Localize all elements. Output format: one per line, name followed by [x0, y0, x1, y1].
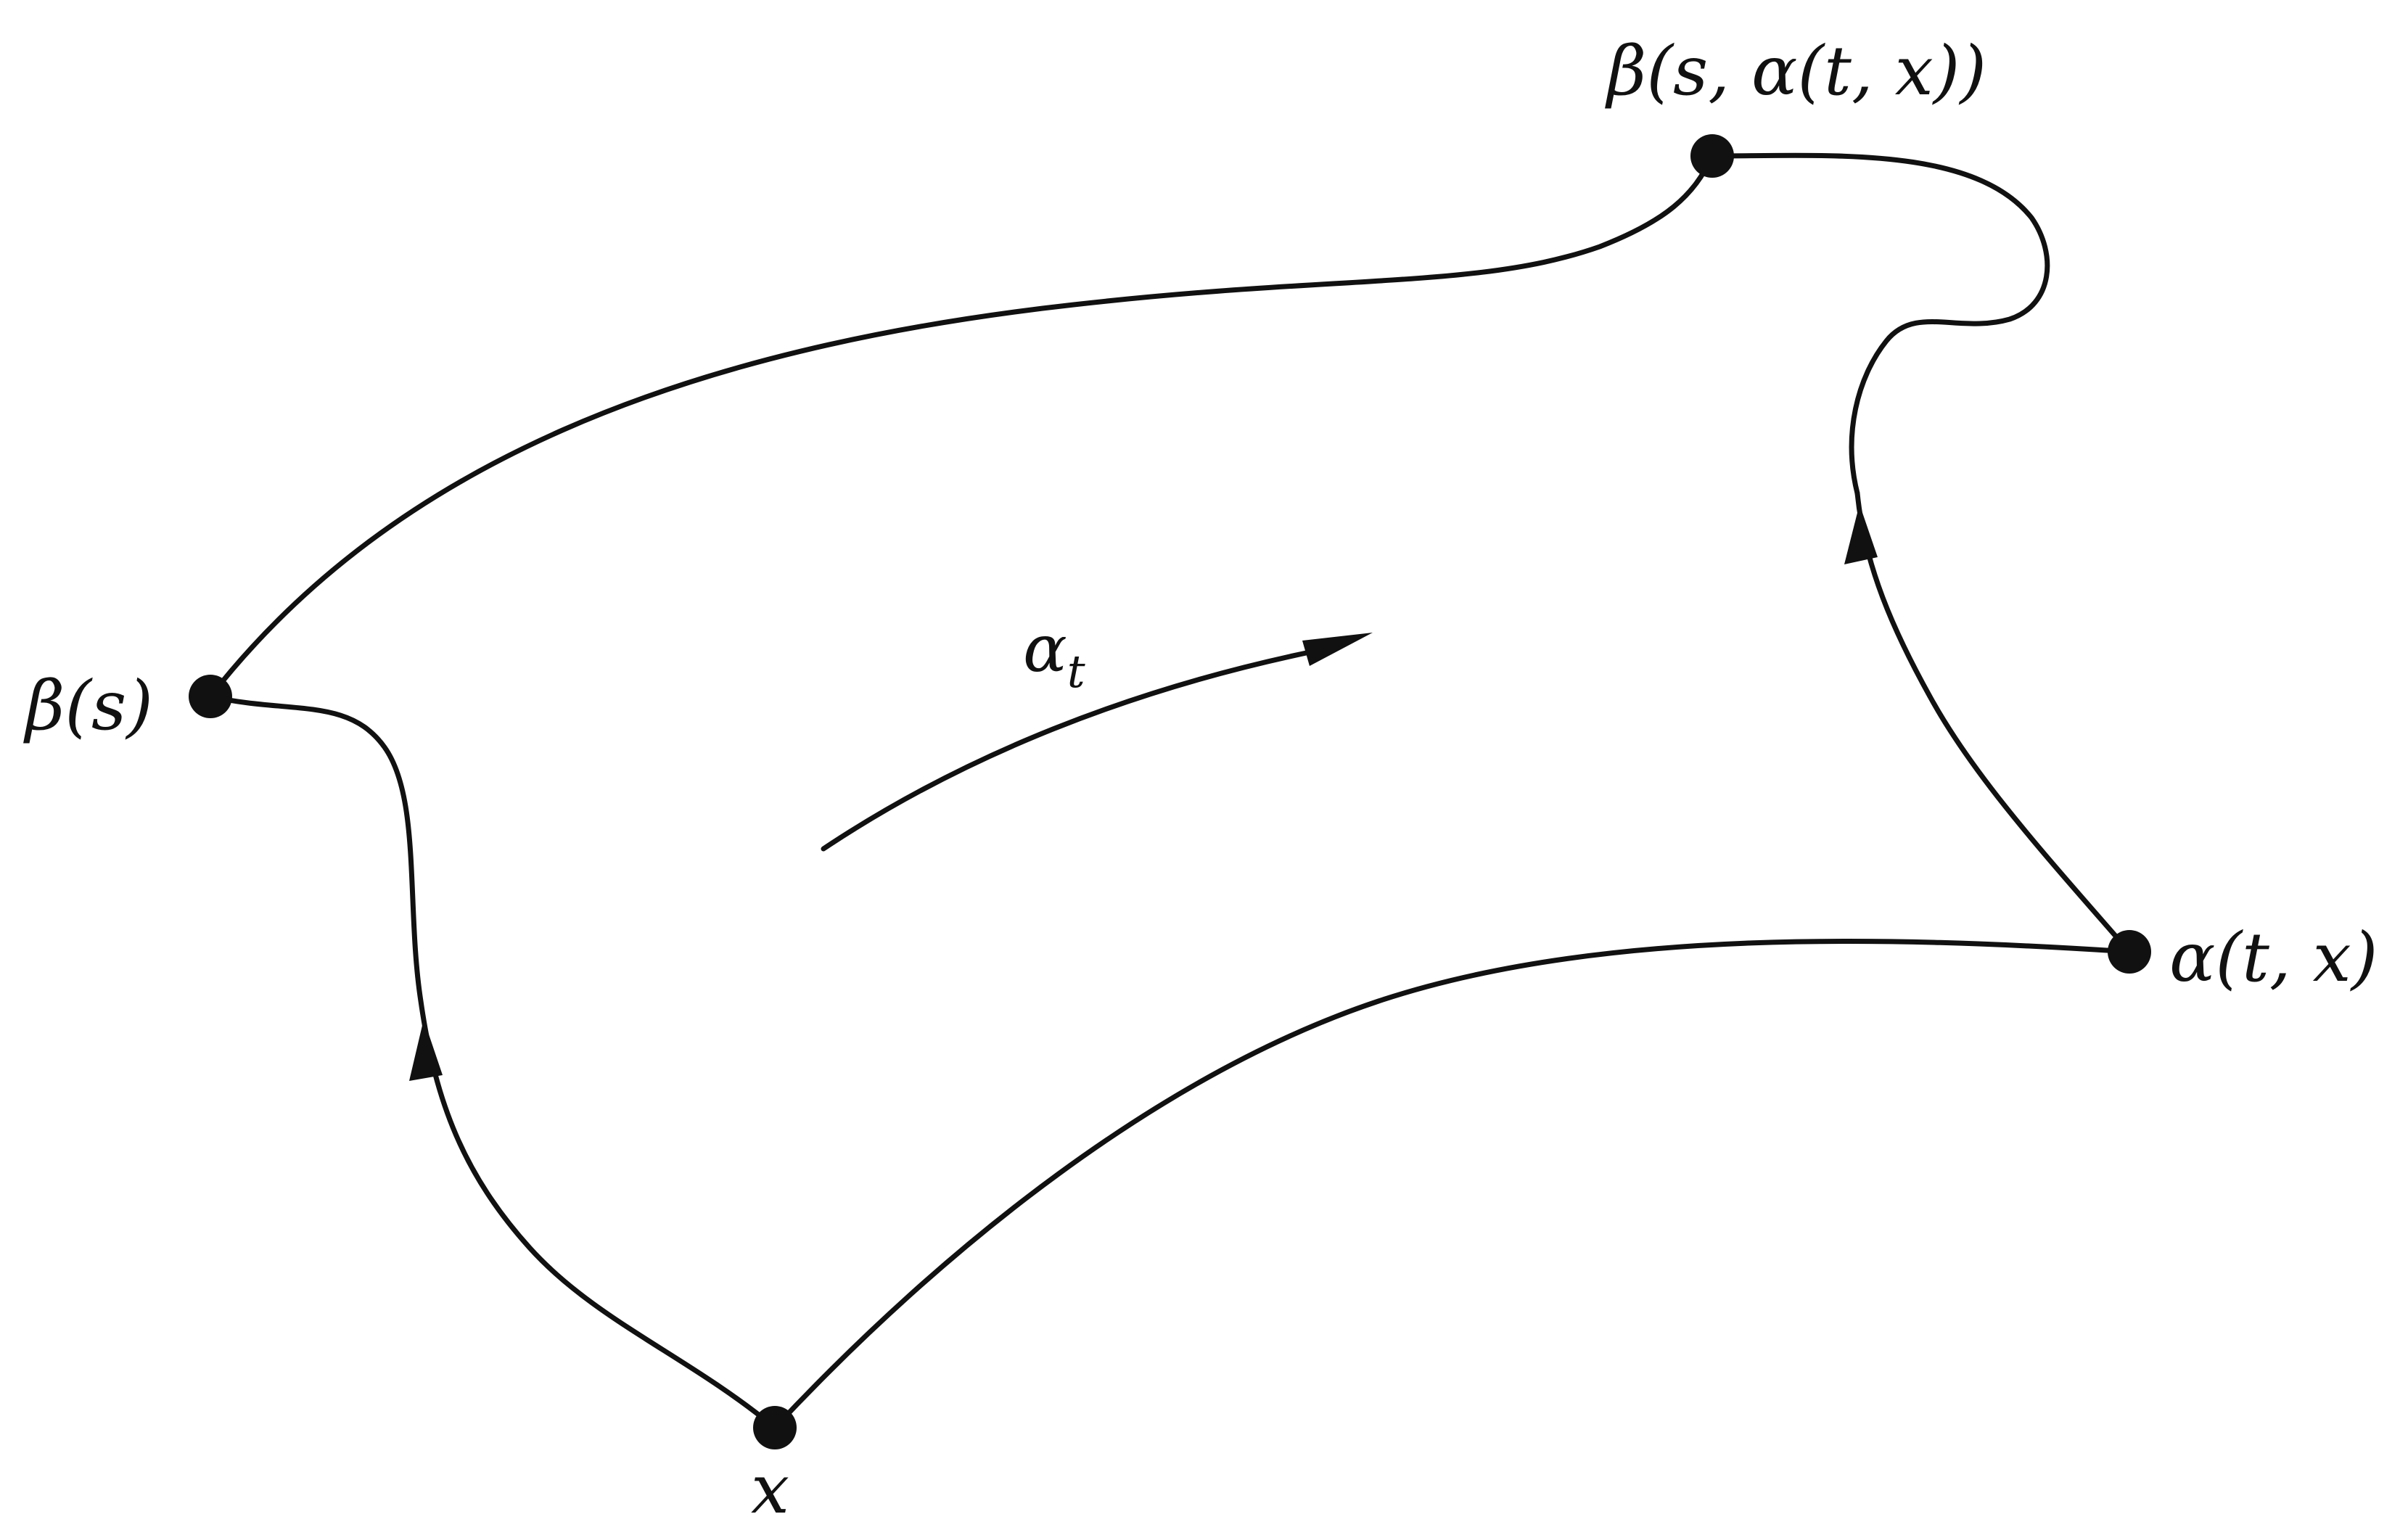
label-beta-s: β(s)	[23, 667, 153, 746]
label-alpha-t-x: α(t, x)	[2169, 918, 2378, 997]
right-curve-arrowhead	[1844, 504, 1878, 564]
left-edge-curve	[207, 694, 778, 1431]
label-alpha-t: αt	[1023, 611, 1085, 698]
left-curve-arrowhead	[409, 1019, 443, 1081]
top-right-loop-curve	[1709, 152, 2050, 496]
label-alpha-t-base: α	[1023, 611, 1067, 687]
right-edge-curve	[1854, 490, 2132, 955]
bottom-edge-curve	[772, 938, 2132, 1431]
label-alpha-t-subscript: t	[1067, 645, 1085, 698]
point-beta-s	[189, 675, 232, 718]
point-x	[753, 1406, 797, 1449]
point-alpha-t-x	[2108, 930, 2151, 974]
flow-arrowhead	[1302, 633, 1373, 666]
top-edge-curve	[207, 153, 1715, 699]
label-beta-s-alpha: β(s, α(t, x))	[1605, 32, 1986, 111]
point-beta-s-alpha	[1690, 134, 1734, 178]
flow-arrow-shaft	[821, 649, 1316, 852]
label-x: x	[751, 1450, 789, 1522]
